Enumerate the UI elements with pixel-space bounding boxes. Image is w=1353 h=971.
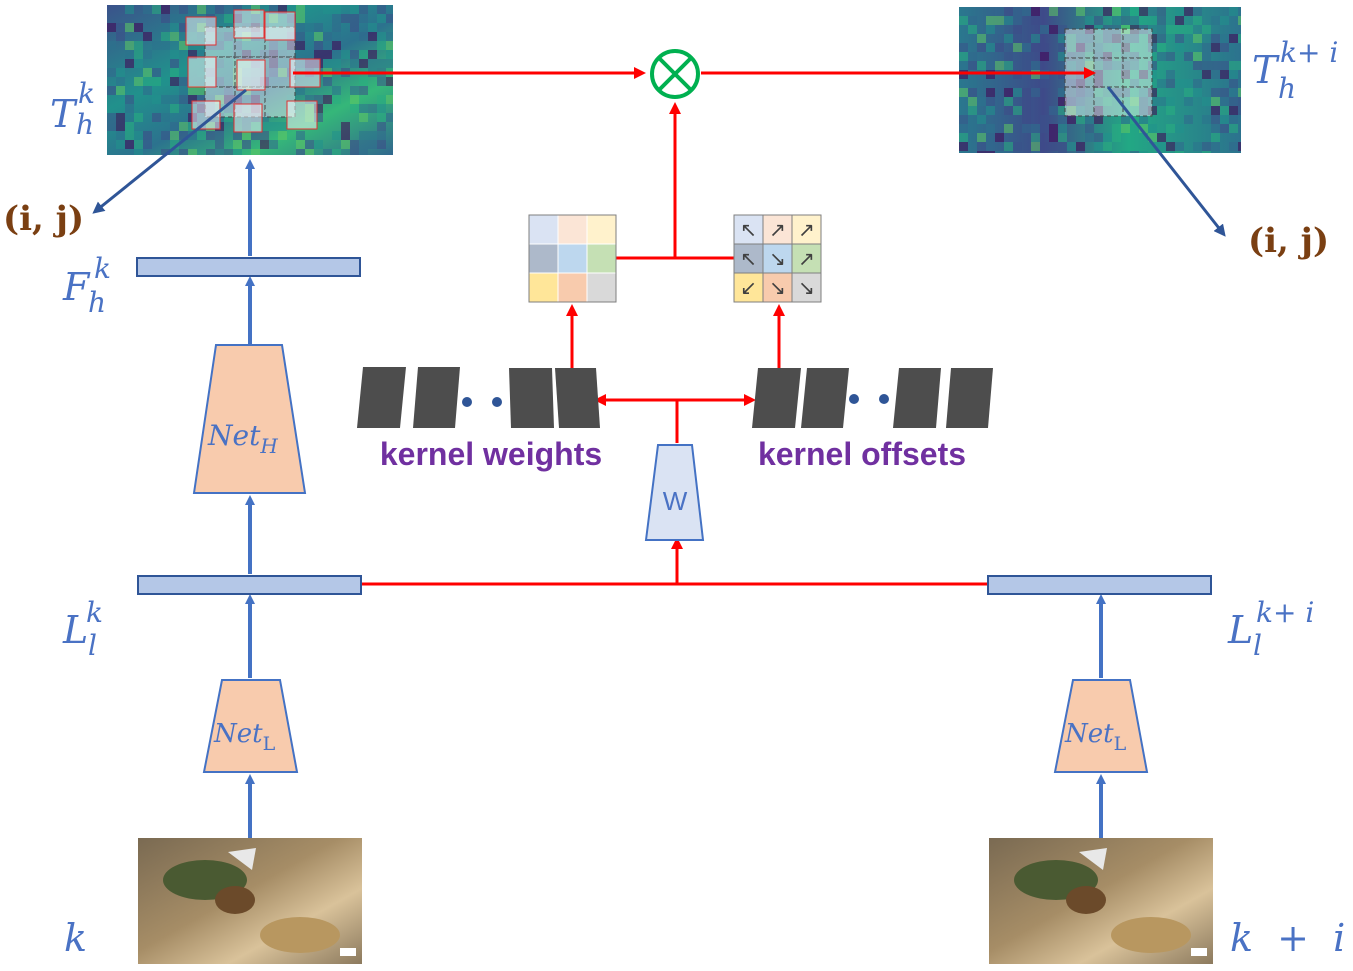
net-h-base: Net: [207, 419, 261, 452]
weight-cell: [528, 214, 559, 245]
net-l-right-sub: L: [1114, 733, 1127, 755]
offset-arrow-icon: ↗: [798, 218, 815, 242]
label-l-l-ki: Llk+ i: [1227, 596, 1314, 662]
net-l-left-sub: L: [263, 733, 276, 755]
offset-arrow-icon: ↘: [769, 276, 786, 300]
weight-cell: [528, 272, 559, 303]
net-l-right: NetL: [1053, 679, 1149, 773]
net-l-left: NetL: [202, 679, 299, 773]
label-frame-k-plus-i: k + i: [1230, 916, 1345, 960]
weight-cell: [586, 214, 617, 245]
label-ij-right: (i, j): [1248, 221, 1329, 261]
kernel-weights-label: kernel weights: [380, 436, 602, 472]
net-l-left-base: Net: [213, 719, 263, 749]
input-frame-k-plus-i: [989, 838, 1213, 964]
offset-arrow-icon: ↘: [798, 276, 815, 300]
net-h-sub: H: [259, 434, 278, 458]
w-network: W: [644, 444, 705, 541]
svg-text:NetL: NetL: [213, 719, 276, 755]
offset-arrow-icon: ↙: [740, 276, 757, 300]
input-frame-k: [138, 838, 362, 964]
pointer-arrow-right: [1106, 86, 1226, 237]
weight-cell: [528, 243, 559, 274]
blue-arrows: [245, 159, 1106, 838]
heatmap-left: [107, 5, 393, 155]
offset-arrow-icon: ↗: [798, 247, 815, 271]
label-t-h-ki: Thk+ i: [1252, 36, 1338, 105]
label-frame-k: k: [64, 916, 87, 960]
kernel-offsets-label: kernel offsets: [758, 436, 966, 472]
label-l-l-k: Llk: [62, 596, 103, 662]
offset-arrow-icon: ↖: [740, 247, 757, 271]
feature-bar-f-h-k: [136, 257, 361, 277]
net-h: NetH: [192, 344, 307, 494]
offset-cell: [791, 243, 822, 274]
weight-cell: [557, 243, 588, 274]
kernel-offsets-blocks: [752, 368, 993, 428]
offset-arrow-icon: ↘: [769, 247, 786, 271]
label-ij-left: (i, j): [3, 199, 84, 239]
weight-cell: [586, 243, 617, 274]
w-label: W: [663, 486, 688, 516]
offset-arrow-icon: ↖: [740, 218, 757, 242]
kernel-weights-blocks: [357, 367, 600, 428]
offset-arrow-icon: ↗: [769, 218, 786, 242]
svg-text:NetH: NetH: [207, 419, 278, 458]
offset-cell: [762, 243, 793, 274]
weight-cell: [557, 214, 588, 245]
feature-bar-l-l-k: [137, 575, 362, 595]
kernel-offset-grid: ↖ ↗ ↗ ↖ ↘ ↗ ↙ ↘ ↘: [733, 214, 822, 303]
offset-cell: [733, 214, 764, 245]
offset-cell: [762, 272, 793, 303]
offset-cell: [791, 272, 822, 303]
label-f-h-k: Fhk: [62, 252, 111, 319]
red-connectors: [293, 67, 1096, 586]
kernel-weight-grid: [528, 214, 617, 303]
net-l-right-base: Net: [1064, 719, 1114, 749]
pointer-arrow-left: [92, 88, 247, 214]
svg-text:NetL: NetL: [1064, 719, 1127, 755]
label-t-h-k: Thk: [50, 77, 95, 141]
weight-cell: [586, 272, 617, 303]
heatmap-right: [959, 7, 1241, 153]
weight-cell: [557, 272, 588, 303]
multiply-operator: [650, 49, 700, 99]
feature-bar-l-l-ki: [987, 575, 1212, 595]
